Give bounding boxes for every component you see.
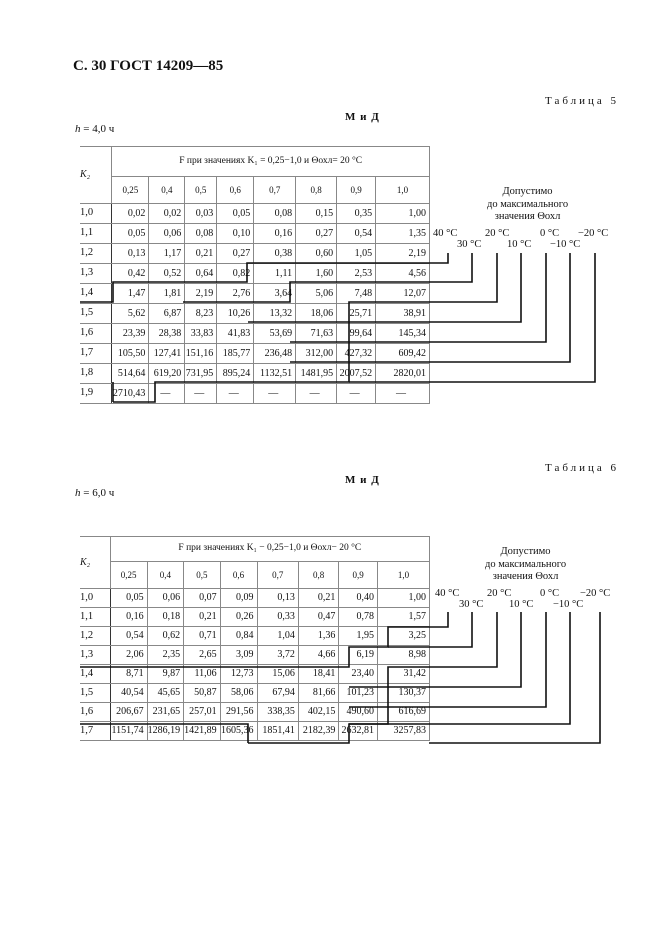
t6-temp-40: 40 °С xyxy=(435,588,460,599)
t5-temp-minus20: −20 °С xyxy=(578,228,609,239)
table-5-side-note: Допустимо до максимального значения Θохл xyxy=(487,186,569,222)
table-6-h-label: h = 6,0 ч xyxy=(75,487,115,499)
t6-temp-10: 10 °С xyxy=(509,599,534,610)
t5-temp-40: 40 °С xyxy=(433,228,458,239)
t5-temp-10: 10 °С xyxy=(507,239,532,250)
t5-leader-minus10 xyxy=(429,253,571,363)
t6-temp-0: 0 °С xyxy=(540,588,560,599)
t6-leader-0 xyxy=(429,612,547,708)
t5-leader-30 xyxy=(429,253,473,283)
table-6: K₂ F при значениях K₁ − 0,25−1,0 и Θохл−… xyxy=(80,536,431,741)
table-cell: — xyxy=(375,383,430,404)
t6-boundary-0 xyxy=(349,706,429,725)
table-cell: 1851,41 xyxy=(256,721,299,741)
column-header: 0,7 xyxy=(253,176,297,204)
t5-leader-40 xyxy=(429,253,449,264)
table-6-side-note: Допустимо до максимального значения Θохл xyxy=(485,546,567,582)
t5-temp-0: 0 °С xyxy=(540,228,560,239)
table-5-label: Таблица 5 xyxy=(545,95,620,107)
column-header: 0,4 xyxy=(146,561,185,589)
table-cell: 1151,74 xyxy=(109,721,148,741)
t5-leader-10 xyxy=(429,253,522,323)
table-cell: 25,71 xyxy=(336,303,377,324)
table-5-h-label: h = 4,0 ч xyxy=(75,123,115,135)
f-caption: F при значениях K₁ − 0,25−1,0 и Θохл− 20… xyxy=(109,536,431,562)
table-5-subtitle: М и Д xyxy=(345,111,380,123)
t6-boundary-minus20 xyxy=(80,723,249,743)
column-header: 0,25 xyxy=(111,176,150,204)
t6-boundary-minus10 xyxy=(248,723,429,744)
t5-leader-20 xyxy=(429,253,498,303)
t5-temp-minus10: −10 °С xyxy=(550,239,581,250)
table-cell: 1286,19 xyxy=(146,721,185,741)
t6-temp-30: 30 °С xyxy=(459,599,484,610)
t5-temp-20: 20 °С xyxy=(485,228,510,239)
t6-temp-minus10: −10 °С xyxy=(553,599,584,610)
k2-value: 1,7 xyxy=(80,721,111,741)
t5-temp-30: 30 °С xyxy=(457,239,482,250)
table-cell: 2,53 xyxy=(336,263,377,284)
table-cell: — xyxy=(336,383,377,404)
t6-temp-minus20: −20 °С xyxy=(580,588,611,599)
t5-leader-0 xyxy=(429,253,547,343)
t5-leader-minus20 xyxy=(429,253,596,383)
t5-boundary-10 xyxy=(290,321,429,343)
t5-boundary-40 xyxy=(80,262,429,303)
t6-boundary-10 xyxy=(349,686,429,708)
table-cell: 0,47 xyxy=(297,607,340,627)
table-cell: 0,13 xyxy=(111,243,150,264)
t6-leader-minus20 xyxy=(429,612,601,744)
t6-leader-20 xyxy=(429,612,498,668)
t6-boundary-20 xyxy=(349,666,429,688)
table-6-label: Таблица 6 xyxy=(545,462,620,474)
page-header: С. 30 ГОСТ 14209—85 xyxy=(73,58,224,74)
k2-header: K₂ xyxy=(80,536,111,589)
table-cell: 0,21 xyxy=(297,588,340,608)
t6-temp-20: 20 °С xyxy=(487,588,512,599)
table-5: K₂ F при значениях K₁ = 0,25−1,0 и Θохл=… xyxy=(80,146,430,404)
f-caption: F при значениях K₁ = 0,25−1,0 и Θохл= 20… xyxy=(111,146,430,177)
t6-boundary-40 xyxy=(80,626,429,668)
table-cell: 2182,39 xyxy=(297,721,340,741)
t5-boundary-20 xyxy=(248,301,429,323)
t6-leader-10 xyxy=(429,612,522,688)
t5-boundary-minus10 xyxy=(113,361,429,403)
t5-boundary-0 xyxy=(290,341,429,363)
k2-header: K₂ xyxy=(80,146,113,204)
table-6-subtitle: М и Д xyxy=(345,474,380,486)
t6-leader-minus10 xyxy=(429,612,571,725)
t6-leader-40 xyxy=(429,612,449,628)
table-cell: — xyxy=(184,383,218,404)
table-cell: 3257,83 xyxy=(377,721,430,741)
table-cell: 609,42 xyxy=(375,343,430,364)
t5-boundary-30 xyxy=(183,281,429,303)
t6-leader-30 xyxy=(429,612,473,648)
